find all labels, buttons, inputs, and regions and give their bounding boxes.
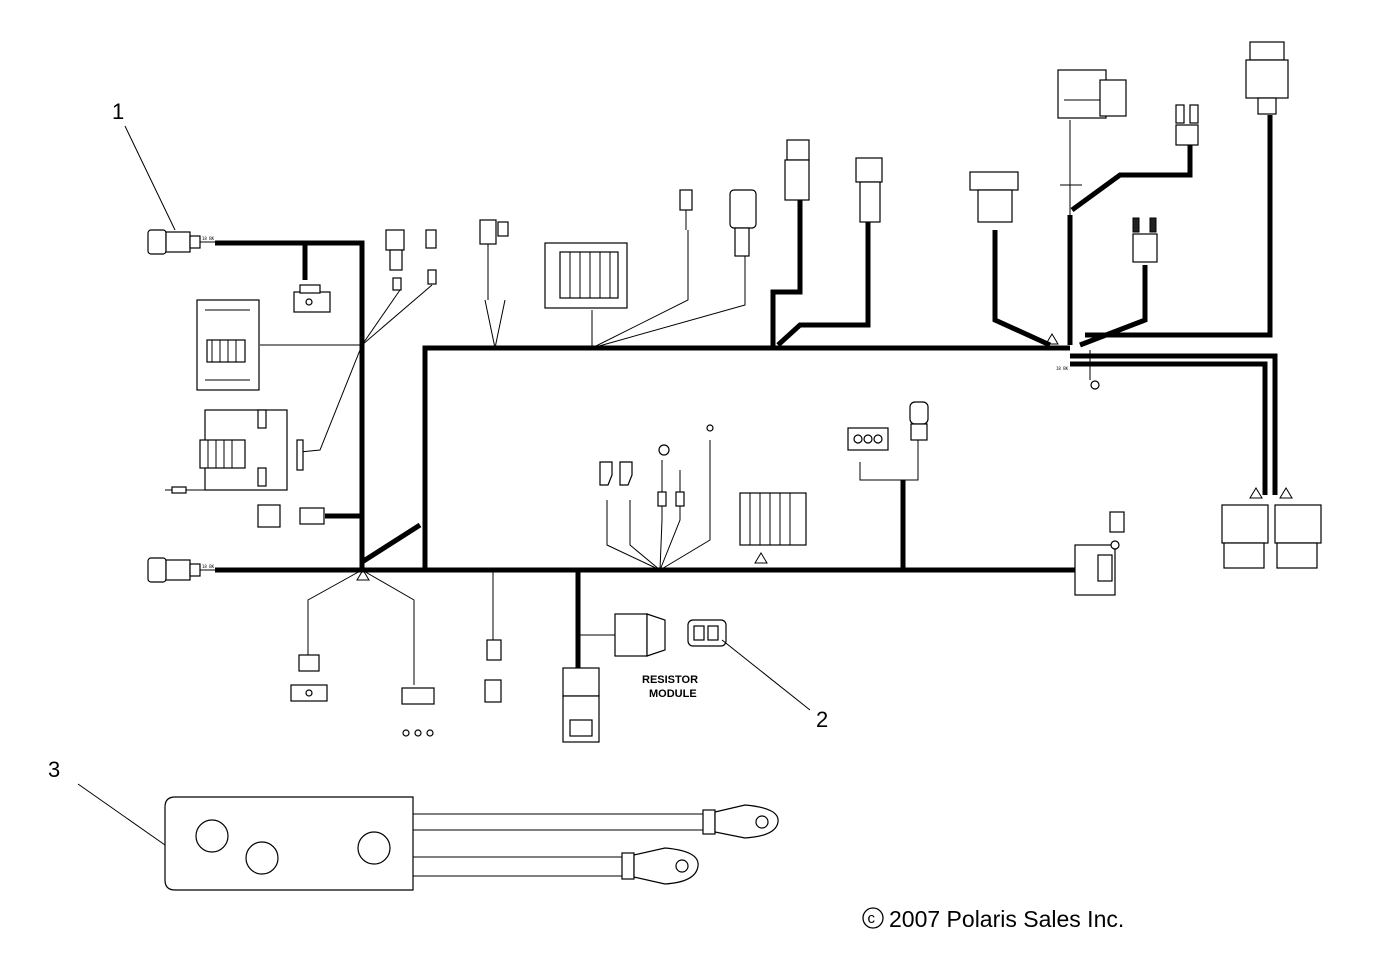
main-harness-trunk — [215, 115, 1278, 668]
sensor-connector-mid — [909, 401, 929, 441]
ring-terminals-lower — [401, 687, 435, 737]
fuse-block-lower — [199, 409, 304, 491]
resistor-plug — [614, 613, 666, 657]
copyright-text: 2007 Polaris Sales Inc. — [889, 906, 1124, 932]
callout-3: 3 — [48, 757, 166, 846]
thin-branch-wires — [260, 120, 1082, 685]
resistor-module — [687, 619, 727, 647]
connector-top-f — [784, 139, 810, 201]
copyright: c 2007 Polaris Sales Inc. — [862, 906, 1124, 932]
relay-top-right — [1057, 69, 1127, 119]
small-connector-top — [293, 284, 331, 313]
probe-lead — [165, 486, 230, 494]
connector-top-left — [147, 229, 215, 255]
connector-top-g — [855, 157, 883, 223]
ecu-connector — [562, 667, 600, 743]
right-end-connector — [1074, 511, 1125, 596]
copyright-symbol: c — [868, 910, 876, 927]
sensor-connector-b — [425, 229, 437, 285]
connector-top-e — [729, 189, 757, 257]
connector-pair-top-right — [1175, 104, 1199, 146]
svg-text:3: 3 — [48, 757, 60, 782]
connector-top-right-a — [969, 171, 1019, 223]
resistor-module-label-line2: MODULE — [649, 688, 697, 700]
resistor-module-label-line1: RESISTOR — [642, 674, 698, 686]
fuse-block-upper — [196, 299, 260, 391]
battery-cable-assembly — [164, 796, 779, 891]
sensor-connector-a — [385, 229, 405, 291]
svg-text:18 BK: 18 BK — [202, 236, 215, 241]
callout-1: 1 — [112, 99, 176, 231]
sensor-connector-c — [479, 219, 509, 300]
connector-lower-left-a — [290, 654, 328, 702]
splice-right — [1089, 350, 1100, 390]
multi-pin-connector-center — [739, 492, 807, 546]
fuse-box-top — [544, 242, 628, 309]
connector-right-lower-b — [1274, 504, 1322, 569]
svg-text:2: 2 — [816, 707, 828, 732]
connector-top-d — [679, 189, 693, 230]
callout-2: 2 — [721, 639, 828, 732]
bulb-connectors — [599, 424, 714, 507]
two-pin-connector-left — [257, 504, 325, 528]
connector-pair-mid-right — [1132, 217, 1158, 263]
connector-far-top-right — [1245, 41, 1289, 115]
connectors: 18 BK 18 BK 18 BK — [147, 41, 1322, 743]
svg-text:18 BK: 18 BK — [202, 564, 215, 569]
svg-text:18 BK: 18 BK — [1056, 366, 1069, 371]
connector-bottom-left — [147, 557, 215, 583]
connector-lower-mid — [484, 639, 502, 703]
svg-text:1: 1 — [112, 99, 124, 124]
connector-right-lower-a — [1221, 504, 1269, 569]
three-pin-connector — [847, 427, 889, 451]
